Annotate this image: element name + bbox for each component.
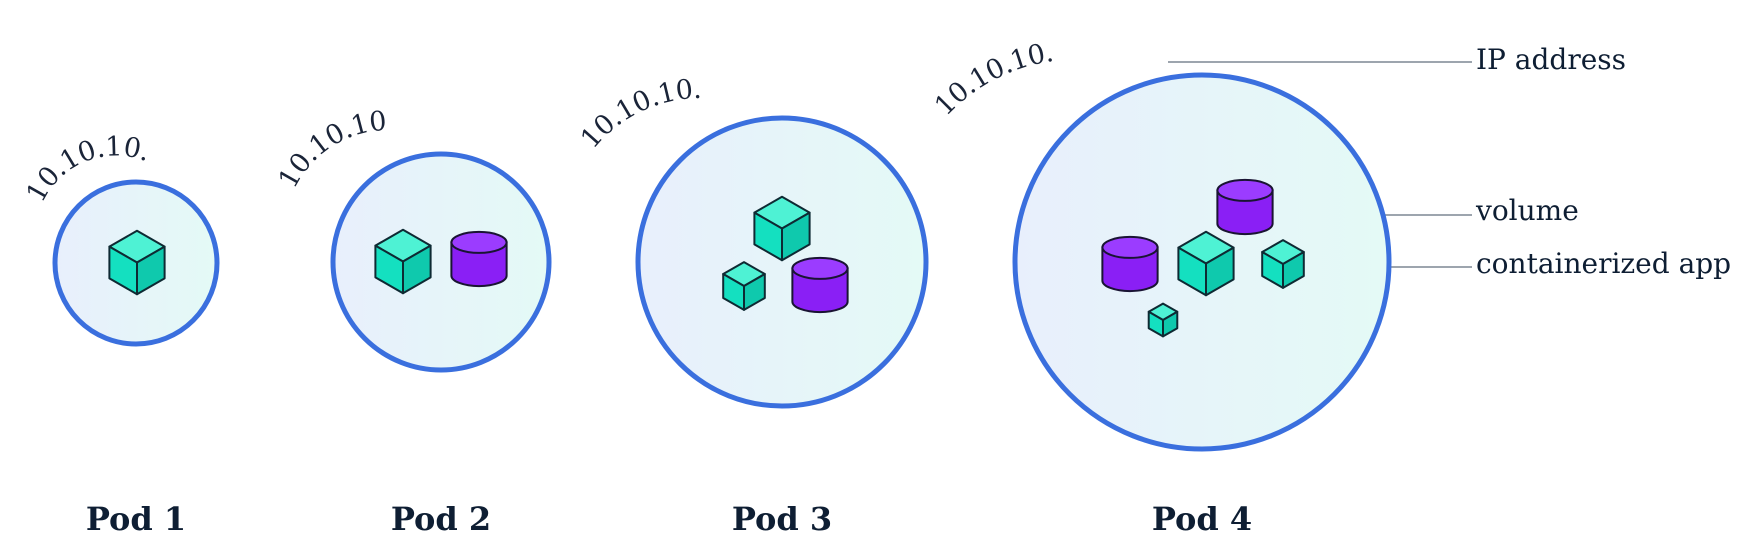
pod-3-label: Pod 3 <box>732 500 832 538</box>
volume-icon <box>1102 237 1157 291</box>
pod-1-label: Pod 1 <box>86 500 186 538</box>
pod-4-ip: 10.10.10.4 <box>0 0 1055 122</box>
pod-4-label: Pod 4 <box>1152 500 1252 538</box>
pod-1: 10.10.10.1 Pod 1 <box>0 0 220 538</box>
legend: IP address volume containerized app <box>1475 43 1731 280</box>
legend-ip-address: IP address <box>1476 43 1626 76</box>
pod-2-label: Pod 2 <box>391 500 491 538</box>
pod-2-circle <box>330 151 552 373</box>
volume-icon <box>792 258 847 312</box>
volume-icon <box>1217 180 1272 234</box>
legend-containerized-app: containerized app <box>1476 247 1731 280</box>
legend-volume: volume <box>1475 194 1579 227</box>
containerized-app-icon <box>1149 304 1178 337</box>
pod-3-circle <box>635 115 929 409</box>
volume-icon <box>451 232 506 286</box>
pod-1-ip: 10.10.10.1 <box>0 0 154 207</box>
